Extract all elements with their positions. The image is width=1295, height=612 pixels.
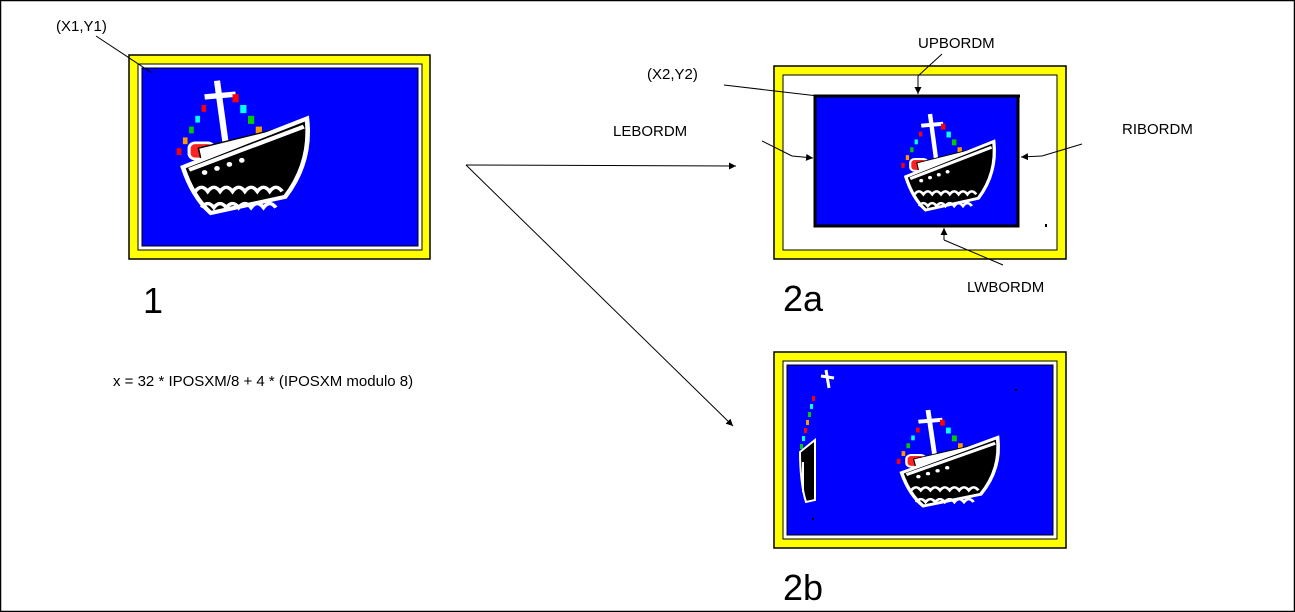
stray-pixel xyxy=(812,518,814,520)
ship-fragment-wrapped xyxy=(798,369,835,520)
panel-2b-screen xyxy=(786,364,1054,536)
right-border-leader xyxy=(1041,143,1083,157)
right-border-label: RIBORDM xyxy=(1122,121,1193,138)
dot-marker xyxy=(1045,224,1047,227)
panel-1: (X1,Y1) 1 xyxy=(56,18,431,321)
up-border-leader xyxy=(917,53,943,77)
lower-border-leader xyxy=(943,239,1004,266)
position-formula: x = 32 * IPOSXM/8 + 4 * (IPOSXM modulo 8… xyxy=(113,373,413,390)
lower-border-label: LWBORDM xyxy=(967,279,1044,296)
panel-2b: 2b xyxy=(773,351,1067,608)
panel-2a-number: 2a xyxy=(783,278,824,319)
dot-marker-2b xyxy=(1015,389,1017,391)
right-border-arrow xyxy=(1020,153,1043,161)
panel-2a: (X2,Y2) UPBORDM LEBORDM RIBORDM LWBORDM … xyxy=(613,35,1193,319)
x2y2-leader-line xyxy=(723,84,819,97)
transition-arrows xyxy=(465,162,737,427)
x1y1-label: (X1,Y1) xyxy=(56,18,107,35)
x2y2-label: (X2,Y2) xyxy=(647,66,698,83)
arrow-to-2b xyxy=(465,164,734,427)
left-border-leader xyxy=(761,140,793,157)
x1y1-leader-line xyxy=(95,35,153,74)
panel-2b-number: 2b xyxy=(783,567,823,608)
left-border-label: LEBORDM xyxy=(613,123,687,140)
panel-1-number: 1 xyxy=(143,280,163,321)
arrow-to-2a xyxy=(465,162,737,170)
up-border-label: UPBORDM xyxy=(918,35,995,52)
left-border-arrow xyxy=(791,153,814,161)
